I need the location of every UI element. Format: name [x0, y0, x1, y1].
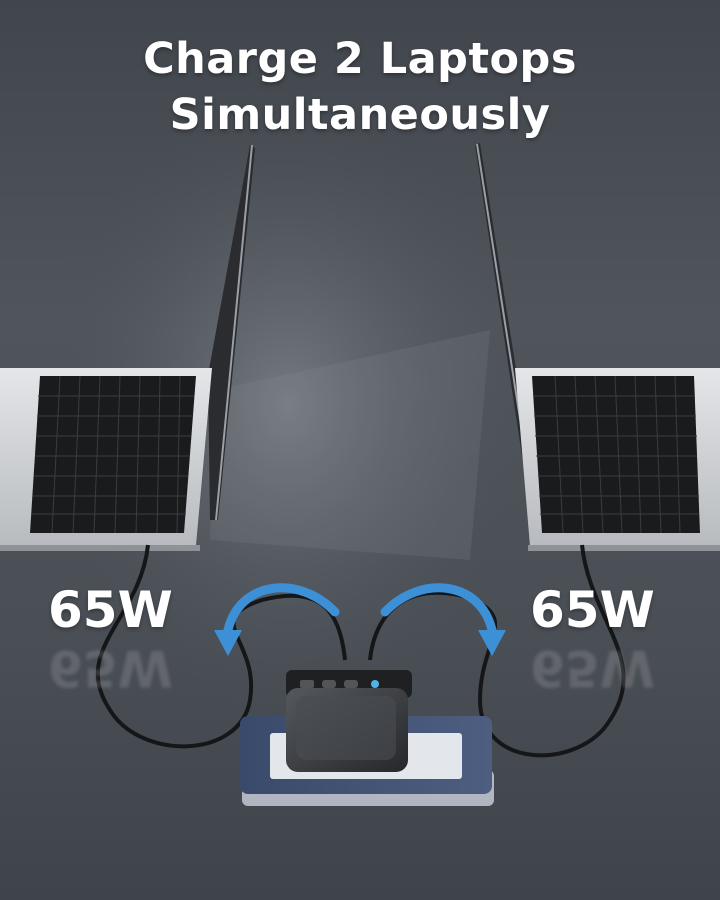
- right-laptop-key-grid: [533, 375, 699, 534]
- headline-line-2: Simultaneously: [169, 90, 551, 140]
- usb-c-port-2: [344, 680, 358, 688]
- left-laptop-keyboard: [30, 376, 196, 533]
- curved-arrow-down-right-icon: [380, 583, 497, 635]
- left-cable: [95, 544, 347, 749]
- curved-arrow-down-left-head: [214, 630, 242, 656]
- charger: [286, 670, 412, 772]
- left-output-reflection: 65W: [48, 639, 173, 697]
- right-laptop-front-edge: [528, 545, 720, 551]
- charger-led: [371, 680, 379, 688]
- headline-line-1: Charge 2 Laptops: [143, 34, 577, 84]
- charger-top-face: [296, 696, 396, 760]
- left-laptop-screen-edge: [215, 144, 253, 521]
- usb-c-port-1: [322, 680, 336, 688]
- left-laptop: [0, 144, 255, 551]
- left-output-label: 65W: [48, 581, 173, 639]
- right-laptop: [475, 143, 720, 551]
- right-output-reflection: 65W: [530, 639, 655, 697]
- curved-arrow-down-right-head: [478, 630, 506, 656]
- left-laptop-key-grid: [32, 375, 194, 534]
- curved-arrow-down-left-icon: [223, 583, 340, 635]
- right-laptop-keyboard: [532, 376, 700, 533]
- light-beam: [210, 330, 490, 560]
- left-laptop-front-edge: [0, 545, 200, 551]
- right-output-label: 65W: [530, 581, 655, 639]
- usb-a-port: [300, 680, 314, 688]
